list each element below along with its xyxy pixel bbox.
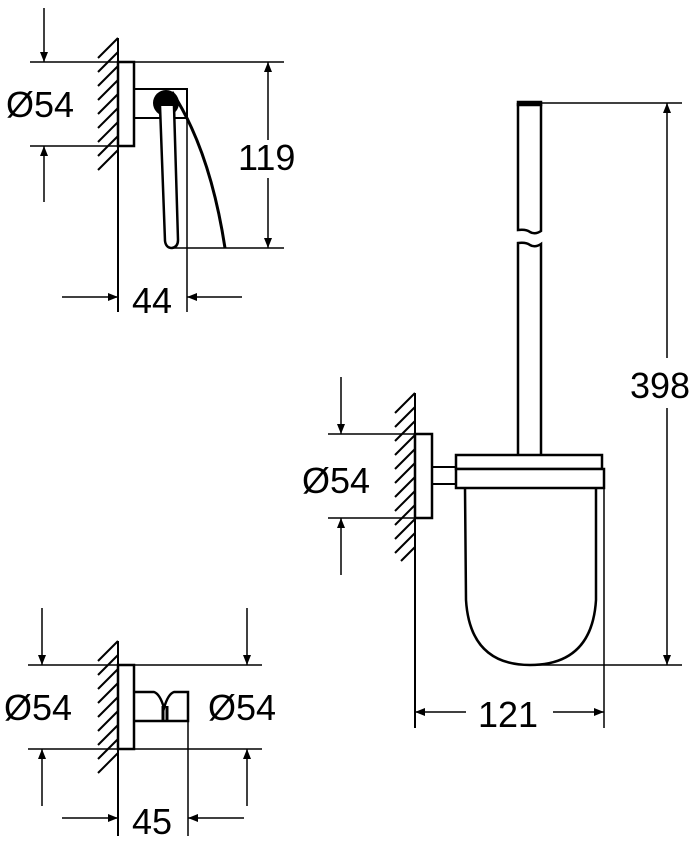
paper-holder-diameter-label: Ø54 — [6, 84, 75, 125]
rosette — [413, 432, 434, 520]
brush-diameter-label: Ø54 — [302, 460, 371, 501]
wall-hatch — [394, 392, 416, 562]
paper-holder-projection-label: 44 — [132, 280, 173, 321]
hook-diameter-right-label: Ø54 — [208, 687, 277, 728]
bar — [158, 105, 180, 250]
brush-handle — [516, 100, 543, 455]
rosette — [116, 60, 136, 148]
wall-hatch — [97, 37, 119, 171]
brush-projection-label: 121 — [478, 694, 539, 735]
toilet-brush-set — [328, 100, 682, 728]
robe-hook — [28, 608, 262, 836]
paper-flap — [170, 91, 227, 249]
wall-hatch — [97, 640, 119, 774]
hook-projection-label: 45 — [132, 801, 173, 842]
arm — [431, 466, 457, 485]
hook — [134, 690, 190, 723]
lid — [454, 453, 604, 471]
lid-rim — [454, 467, 606, 490]
paper-holder — [30, 8, 284, 312]
brush-height-label: 398 — [630, 365, 691, 406]
hook-diameter-left-label: Ø54 — [4, 687, 73, 728]
cup — [463, 487, 598, 667]
paper-holder-height-label: 119 — [238, 137, 296, 178]
rosette — [116, 663, 136, 751]
